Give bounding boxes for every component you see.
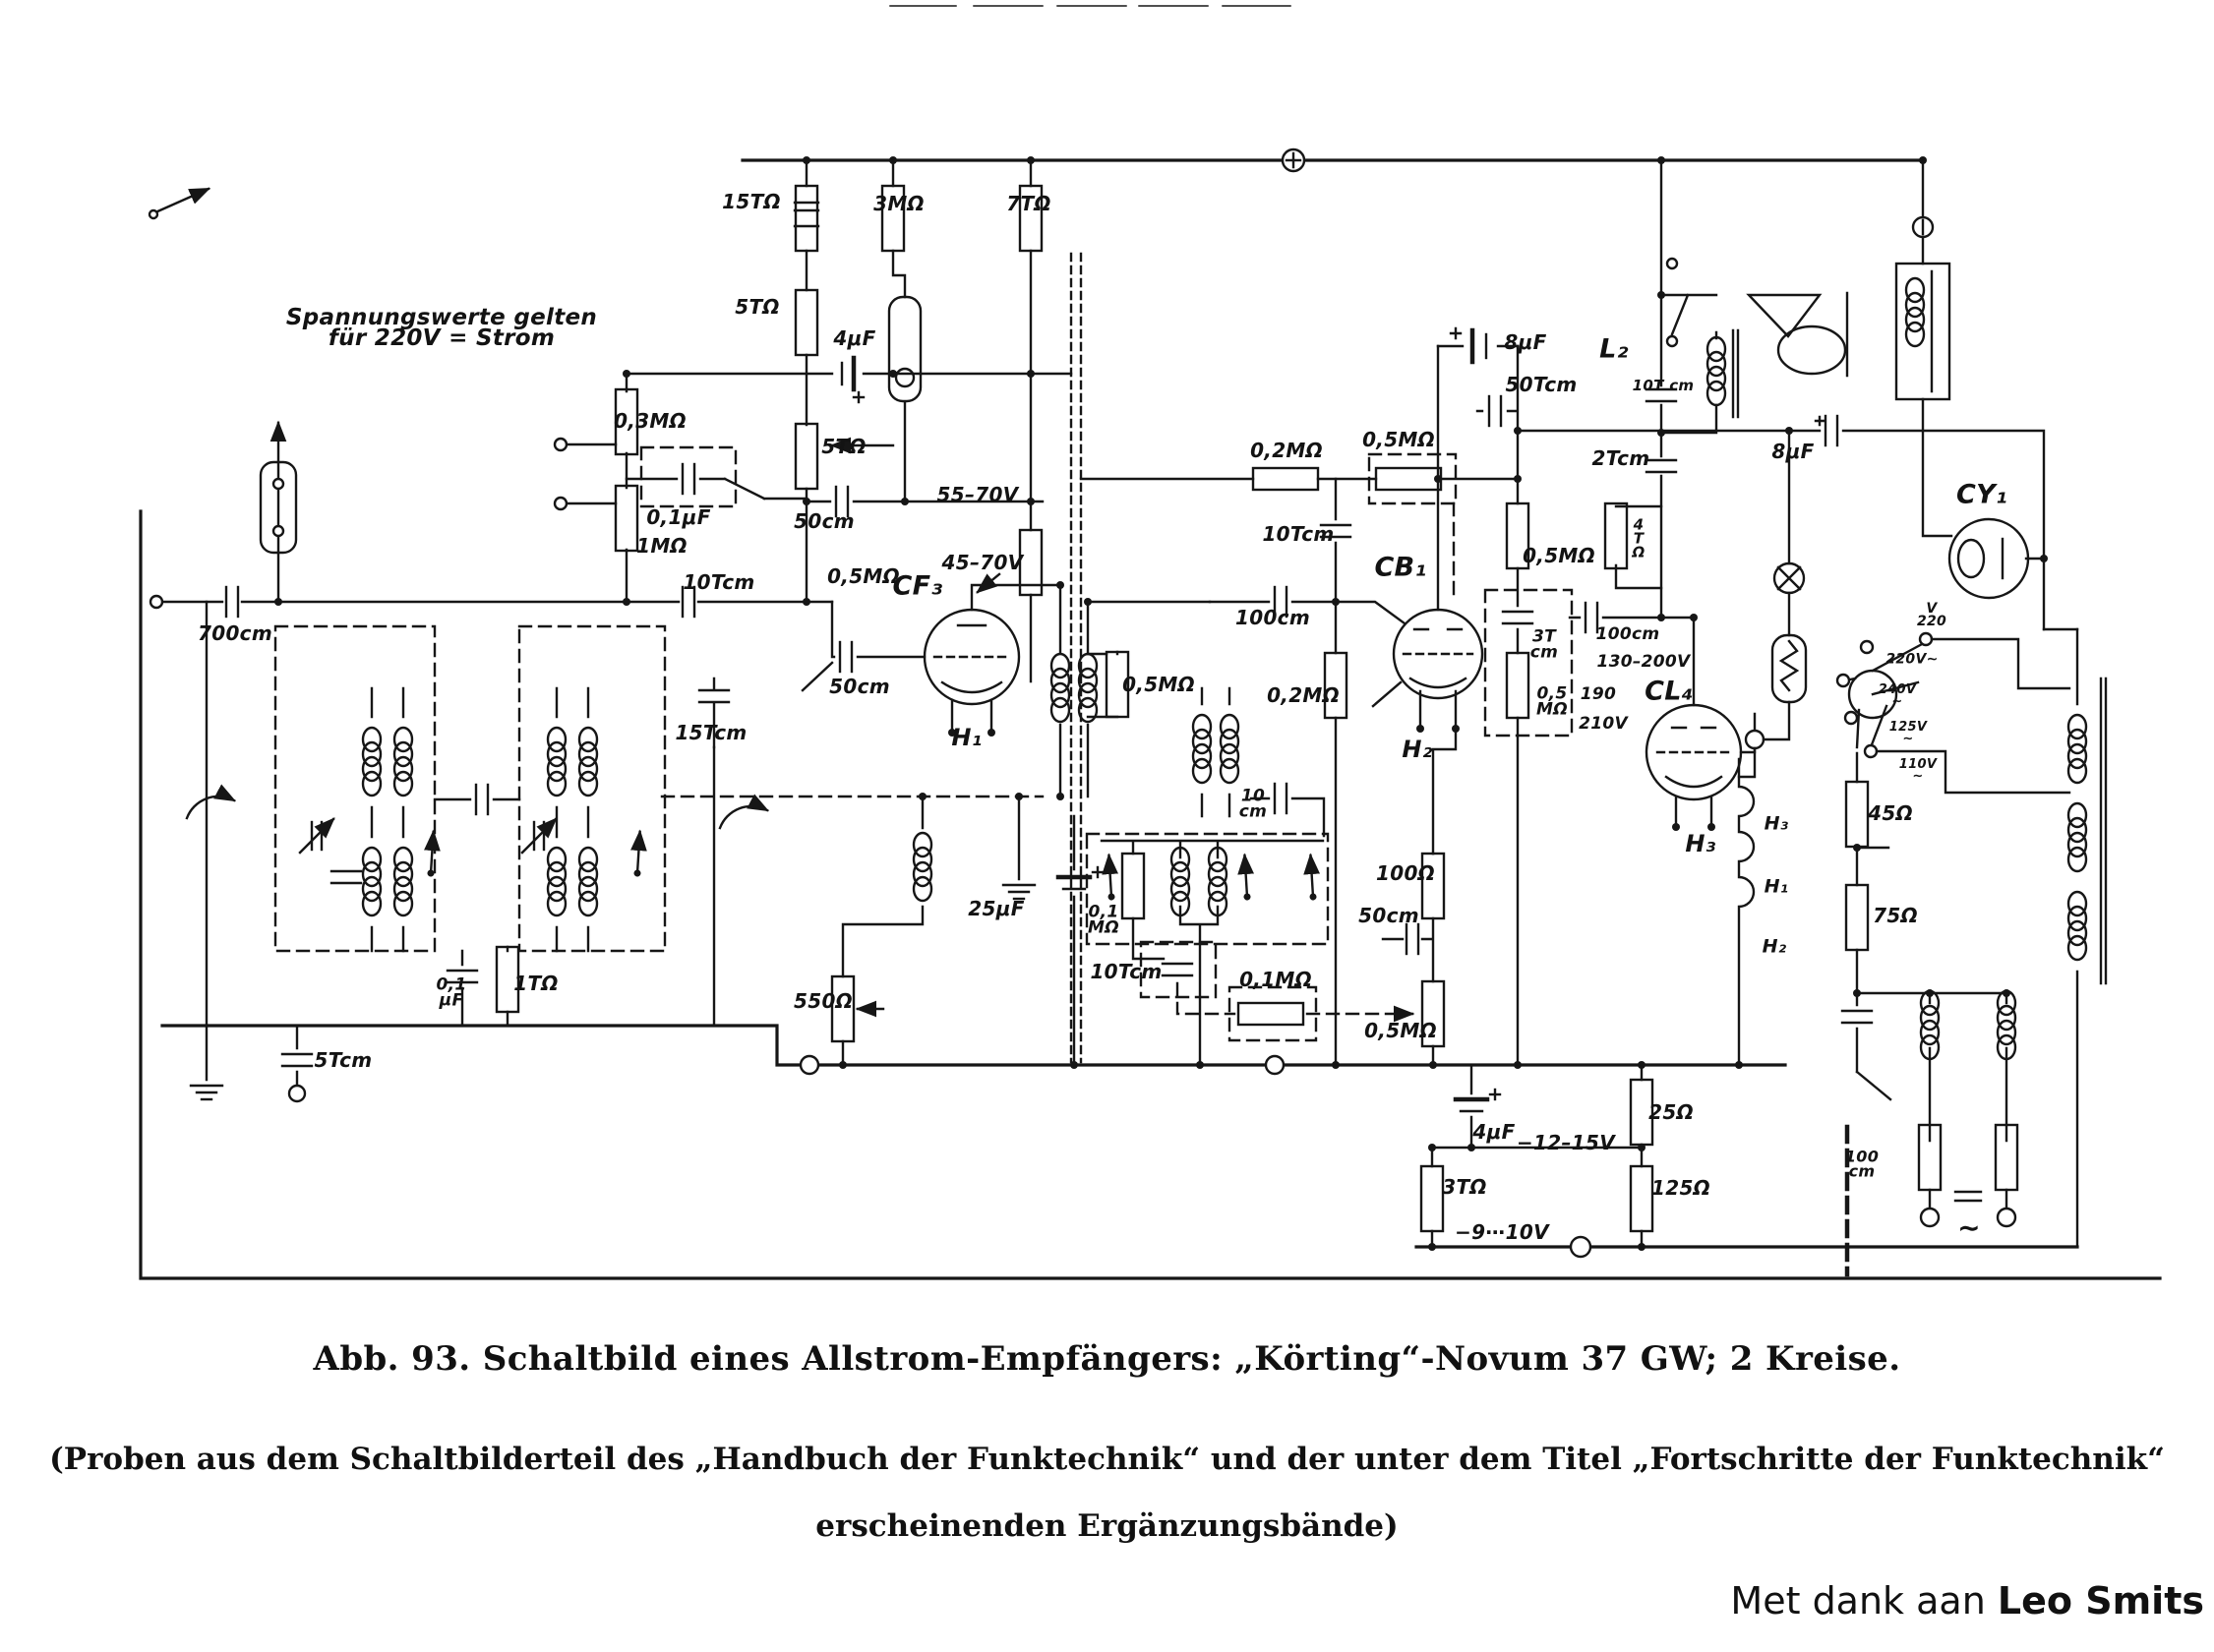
dashed-box-01uf <box>639 445 738 508</box>
minus-terminal <box>1911 215 1935 239</box>
dial-lamp <box>1772 561 1806 595</box>
figure-subcaption: (Proben aus dem Schaltbilderteil des „Ha… <box>0 1442 2214 1544</box>
avc-dashed-line <box>1069 252 1083 1064</box>
tuned-circuit-2 <box>517 624 667 953</box>
dashed-box-3tcm <box>1483 588 1574 738</box>
oscillator-section <box>1085 832 1415 1067</box>
outer-border <box>139 509 2162 1280</box>
junction-dots <box>274 156 2048 1251</box>
wires-and-symbols <box>139 5 2162 1280</box>
credit-line: Met dank aan Leo Smits <box>1730 1579 2204 1622</box>
figure-caption: Abb. 93. Schaltbild eines Allstrom-Empfä… <box>313 1339 1901 1379</box>
heater-chain <box>1737 757 1756 1067</box>
plus-terminal <box>1281 148 1306 173</box>
cap-4uf-top <box>842 358 864 402</box>
mains-plug-pin <box>1996 1207 2017 1228</box>
credit-name: Leo Smits <box>1997 1579 2204 1622</box>
antenna-plug <box>259 460 298 555</box>
ballast-winding <box>2075 627 2108 1249</box>
cap-8uf-left <box>1436 326 1520 365</box>
subcaption-line2: erscheinenden Ergänzungsbände) <box>815 1508 1399 1544</box>
voltage-selector <box>1835 631 2071 795</box>
speaker <box>1746 291 1849 378</box>
dashed-box-05m <box>1367 452 1458 505</box>
subcaption-line1: (Proben aus dem Schaltbilderteil des „Ha… <box>49 1442 2165 1477</box>
tube-cb1 <box>1392 608 1484 700</box>
credit-prefix: Met dank aan <box>1730 1579 1998 1622</box>
mains-plug-pin <box>1919 1207 1941 1228</box>
tube-cy1 <box>1947 517 2030 600</box>
tuned-circuit-1 <box>273 624 454 953</box>
tuning-indicator-tube <box>887 295 923 403</box>
urdox-resistor <box>1770 633 1808 704</box>
